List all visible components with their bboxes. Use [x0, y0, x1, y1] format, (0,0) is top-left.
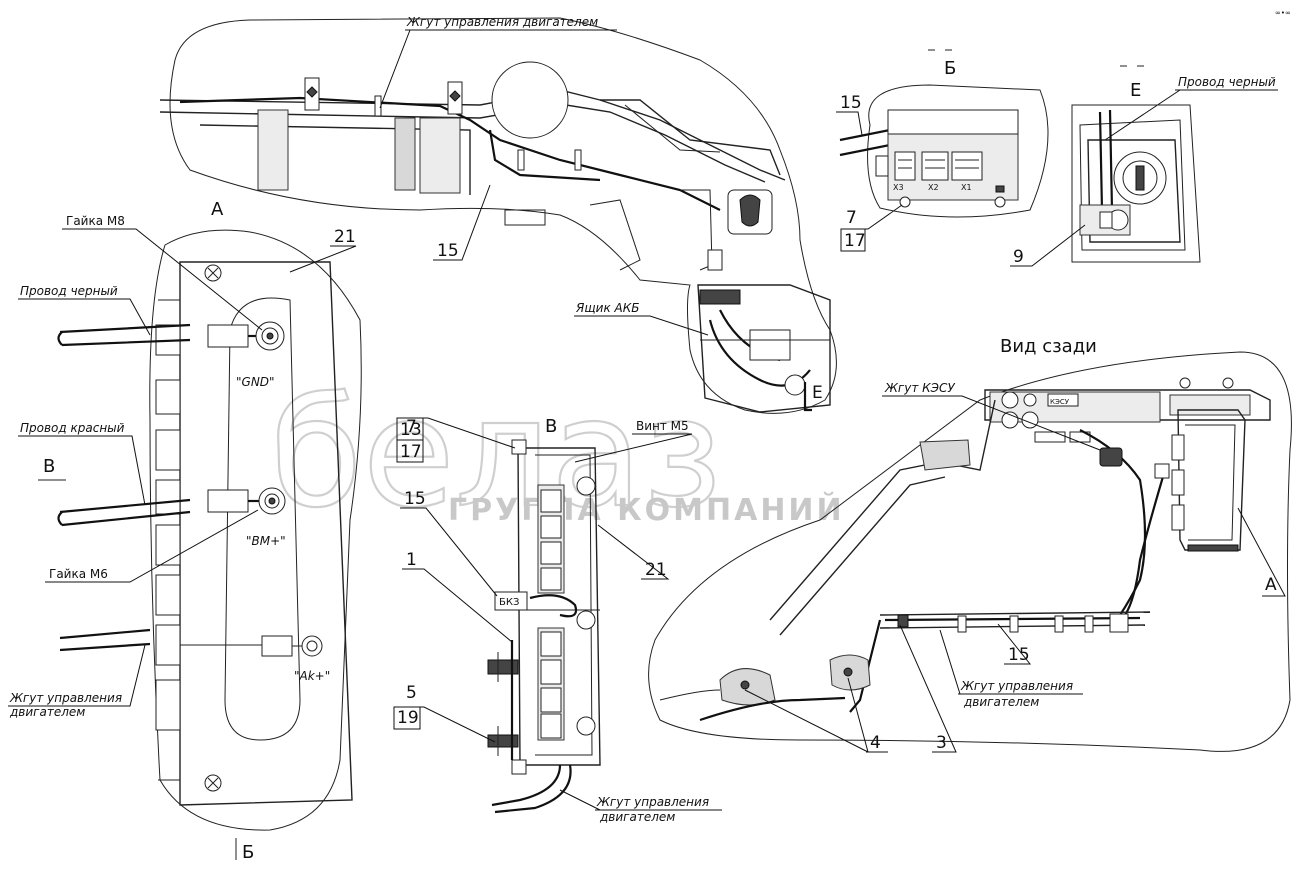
- callout-17-v: 17: [400, 442, 422, 462]
- watermark: белаз ГРУППА КОМПАНИЙ: [269, 366, 845, 542]
- view-a-right-label: A: [1265, 575, 1277, 595]
- view-b-detail: Б X3 X2 X1 15 7 17: [836, 49, 1049, 252]
- callout-7-v: 7: [406, 417, 417, 437]
- harness-top-label: Жгут управления двигателем: [406, 15, 598, 29]
- harness-right-label-1: Жгут управления: [960, 679, 1073, 693]
- akb-box-label: Ящик АКБ: [575, 301, 639, 315]
- callout-15-top: 15: [437, 241, 459, 261]
- callout-5: 5: [406, 683, 417, 703]
- watermark-subtitle: ГРУППА КОМПАНИЙ: [448, 492, 845, 528]
- view-b-bottom-label: Б: [242, 842, 254, 863]
- view-b-title: Б: [944, 58, 956, 79]
- conn-x3: X3: [893, 183, 904, 192]
- screw-m5-label: Винт М5: [636, 419, 689, 433]
- callout-15-b: 15: [840, 93, 862, 113]
- gnd-terminal-label: "GND": [236, 375, 275, 389]
- callout-1: 1: [406, 550, 417, 570]
- red-wire-label: Провод красный: [20, 421, 125, 435]
- bkz-block: [494, 591, 528, 611]
- callout-13-v-visible: 13: [400, 420, 422, 440]
- bkz-label: БКЗ: [499, 597, 519, 608]
- callout-21-a: 21: [334, 227, 356, 247]
- view-e-detail: E Провод черный 9: [1010, 65, 1278, 267]
- black-wire-a-label: Провод черный: [20, 284, 118, 298]
- kesu-harness-label: Жгут КЭСУ: [884, 381, 955, 395]
- callout-3: 3: [936, 733, 947, 753]
- harness-left-label-1: Жгут управления: [9, 691, 122, 705]
- callout-4: 4: [870, 733, 881, 753]
- harness-left-label-2: двигателем: [9, 705, 85, 719]
- rear-view-title: Вид сзади: [1000, 336, 1097, 357]
- harness-right-label-2: двигателем: [963, 695, 1039, 709]
- callout-17-b: 17: [844, 231, 866, 251]
- black-wire-e-label: Провод черный: [1178, 75, 1276, 89]
- round-tank: [491, 61, 569, 139]
- callout-19: 19: [397, 708, 419, 728]
- callout-15-right: 15: [1008, 645, 1030, 665]
- watermark-brand: белаз: [270, 367, 722, 541]
- view-a-title: A: [211, 199, 224, 220]
- section-v-left: В: [43, 456, 55, 477]
- view-e-title: E: [1130, 80, 1141, 101]
- conn-x1: X1: [961, 183, 972, 192]
- corner-mark: ∞•∞: [1275, 9, 1291, 17]
- conn-x2: X2: [928, 183, 939, 192]
- callout-9: 9: [1013, 247, 1024, 267]
- rear-view-detail: Вид сзади КЭСУ: [648, 336, 1292, 752]
- callout-7-b: 7: [846, 208, 857, 228]
- nut-m8-label: Гайка М8: [66, 214, 125, 228]
- ak-plus-label: "Ak+": [294, 669, 330, 683]
- view-v-title: В: [545, 416, 557, 437]
- top-frame-view: [159, 17, 837, 414]
- view-v-detail: В Винт М5 БКЗ: [487, 416, 693, 814]
- section-e-mark: E: [812, 383, 823, 403]
- bm-plus-label: "ВМ+": [246, 534, 286, 548]
- callout-15-v: 15: [404, 489, 426, 509]
- harness-bottom-label-1: Жгут управления: [596, 795, 709, 809]
- view-a-detail: A Б: [57, 199, 362, 863]
- harness-bottom-label-2: двигателем: [599, 810, 675, 824]
- nut-m6-label: Гайка М6: [49, 567, 108, 581]
- kesu-tag: КЭСУ: [1050, 398, 1070, 406]
